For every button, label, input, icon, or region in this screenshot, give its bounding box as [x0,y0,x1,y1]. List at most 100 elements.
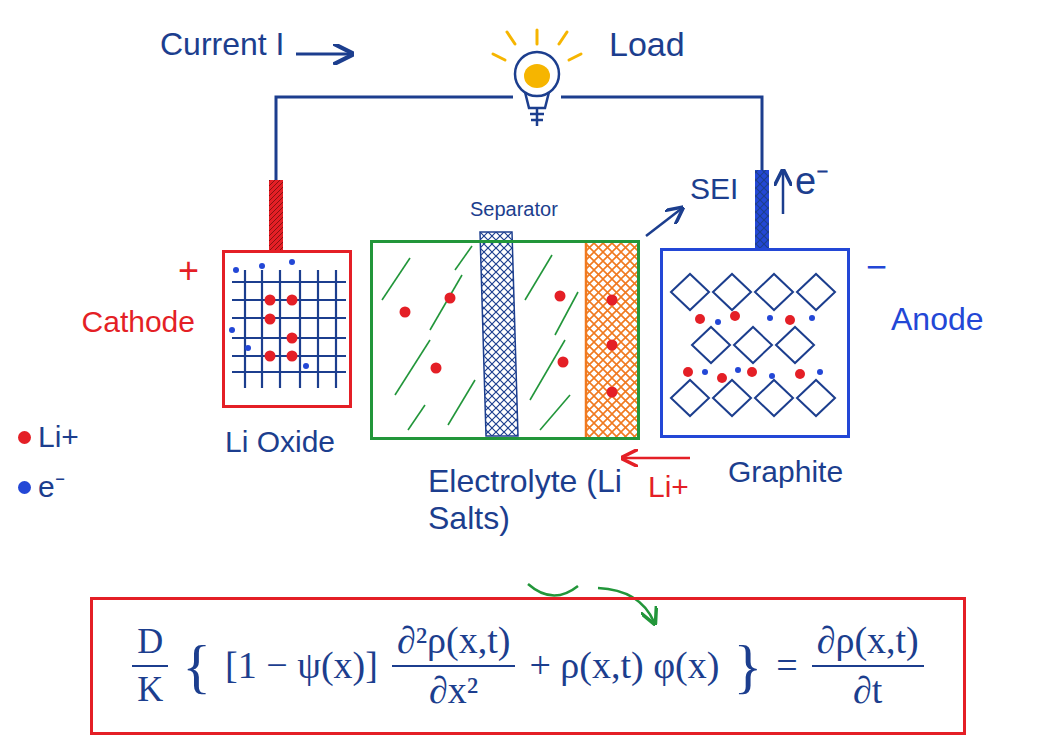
fraction-numerator: D [132,622,168,667]
graphite-cell [797,380,835,416]
lithium-ion-dot [431,363,442,374]
lithium-ion-dot [555,291,566,302]
lattice-line [232,281,346,283]
legend-entry: Li+ [18,420,79,455]
lithium-ion-dot [287,351,298,362]
graphite-cell [776,327,814,363]
annotation-arrow [598,588,654,622]
electron-dot [245,345,251,351]
electron-dot [809,315,815,321]
fraction-denominator: K [132,667,168,710]
electron-dot [817,369,823,375]
separator-band [480,232,518,436]
load-bulb: Load [513,50,561,130]
equation-box: DK{[1 − ψ(x)]∂²ρ(x,t)∂x²+ ρ(x,t) φ(x)}=∂… [90,597,966,735]
electron-dot [233,267,239,273]
current-arrow [296,53,350,56]
bulb-glass [515,52,559,96]
anode-box: AnodeGraphite [660,248,850,438]
ion-flow-label: Li+ [648,470,689,505]
electron-dot [289,259,295,265]
electrolyte-stroke [540,395,570,430]
graphite-cell [671,380,709,416]
cathode-lattice [229,259,346,388]
electron-dot [767,315,773,321]
equation-term: [1 − ψ(x)] [225,645,378,687]
electrolyte-stroke [430,275,462,330]
graphite-cell [755,274,793,310]
bulb-glow [524,64,550,88]
bulb-base [525,92,549,126]
lithium-ion-dot [607,340,618,351]
legend-text: e⁻ [38,470,65,505]
lithium-ion-dot [265,351,276,362]
electron-dot [715,319,721,325]
light-ray [559,32,567,44]
electrolyte-stroke [395,340,430,395]
light-ray [507,32,515,44]
electrolyte-box: Electrolyte (Li Salts) [370,240,640,440]
lattice-line [317,270,319,388]
graphite-cell [713,274,751,310]
lithium-ion-dot [607,387,618,398]
fraction-numerator: ∂ρ(x,t) [812,620,924,667]
sei-pointer [646,209,681,236]
lithium-ion-dot [717,373,727,383]
current-label: Current I [160,26,284,63]
lithium-ion-dot [785,315,795,325]
electrolyte-stroke [525,255,552,300]
lithium-ion-dot [695,314,705,324]
electrolyte-stroke [448,380,475,425]
equation-term: } [733,633,762,699]
cathode-terminal-hatch [269,180,283,250]
graphite-cell [734,327,772,363]
lithium-ion-dot [558,357,569,368]
graphite-cell [755,380,793,416]
material-label: Graphite [728,455,843,490]
anode-terminal [755,170,769,248]
fraction-denominator: ∂x² [424,667,483,712]
anode-terminal-hatch [755,170,769,248]
electrolyte-stroke [455,246,472,270]
lithium-ion-arrow [624,457,690,460]
polarity-sign: + [178,250,199,291]
lithium-ion-dot [287,295,298,306]
fraction-numerator: ∂²ρ(x,t) [392,620,516,667]
lattice-line [299,270,301,388]
lattice-line [232,371,346,373]
legend-swatch [18,431,31,444]
separator-label: Separator [470,198,558,221]
graphite-cell [671,274,709,310]
equation-row: DK{[1 − ψ(x)]∂²ρ(x,t)∂x²+ ρ(x,t) φ(x)}=∂… [132,620,924,712]
legend-swatch [18,481,31,494]
equation-term: { [182,633,211,699]
lithium-ion-dot [795,369,805,379]
electron-dot [702,369,708,375]
cathode-box: CathodeLi Oxide [222,250,352,408]
lithium-ion-dot [265,314,276,325]
lattice-line [244,270,246,388]
electrolyte-stroke [530,340,565,400]
electron-dot [735,367,741,373]
annotation-curve [528,584,578,596]
graphite-cell [692,327,730,363]
lattice-line [335,270,337,388]
graphite-cell [713,380,751,416]
legend-entry: e⁻ [18,470,65,505]
wire [561,97,762,248]
sei-label: SEI [690,172,738,207]
lattice-line [232,317,346,319]
sei-band [586,243,637,437]
electron-dot [229,327,235,333]
electrode-label: Anode [891,301,984,338]
electrolyte-fill [382,246,618,430]
electron-dot [769,373,775,379]
graphite-cell [797,274,835,310]
electrolyte-label: Electrolyte (Li Salts) [428,463,628,537]
electron-dot [303,363,309,369]
lithium-ion-dot [747,367,757,377]
lithium-ion-dot [445,293,456,304]
fraction-denominator: ∂t [848,667,887,712]
lithium-ion-dot [400,307,411,318]
electrode-label: Cathode [82,305,195,340]
